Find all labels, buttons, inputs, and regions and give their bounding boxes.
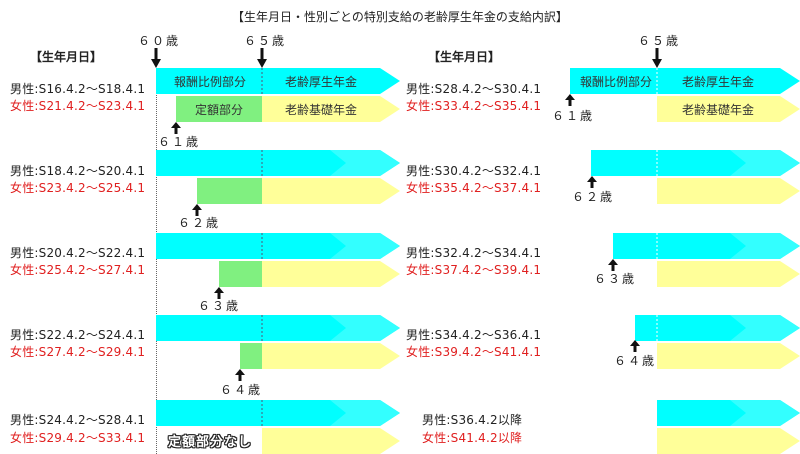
left-row3-female-range: 女性:S25.4.2～S27.4.1 bbox=[10, 263, 146, 277]
age-65-down-arrow-icon bbox=[257, 48, 267, 68]
right-row5-male-range: 男性:S36.4.2以降 bbox=[422, 413, 523, 427]
right-row1-earnings-related-label: 報酬比例部分 bbox=[579, 74, 652, 89]
left-row1-up-arrow-icon bbox=[171, 122, 181, 134]
left-row5-male-range: 男性:S24.4.2～S28.4.1 bbox=[10, 413, 146, 427]
left-row3-male-range: 男性:S20.4.2～S22.4.1 bbox=[10, 246, 146, 260]
right-row3-start-age: ６３歳 bbox=[594, 272, 637, 286]
right-row5-female-range: 女性:S41.4.2以降 bbox=[422, 431, 523, 445]
diagram-title: 【生年月日・性別ごとの特別支給の老齢厚生年金の支給内訳】 bbox=[232, 10, 568, 24]
right-row3-male-range: 男性:S32.4.2～S34.4.1 bbox=[406, 246, 542, 260]
right-row1-old-age-basic-label: 老齢基礎年金 bbox=[681, 102, 754, 117]
left-age-65-label: ６５歳 bbox=[244, 34, 287, 48]
right-row2-start-age: ６２歳 bbox=[572, 190, 615, 204]
left-row3-start-age: ６３歳 bbox=[198, 299, 241, 313]
left-age-60-label: ６０歳 bbox=[138, 34, 181, 48]
right-row2-male-range: 男性:S30.4.2～S32.4.1 bbox=[406, 164, 542, 178]
right-row2-bars bbox=[591, 150, 800, 204]
left-row1-bars bbox=[156, 68, 400, 122]
right-row4-start-age: ６４歳 bbox=[614, 354, 657, 368]
left-row4-start-age: ６４歳 bbox=[220, 383, 263, 397]
left-row2-male-range: 男性:S18.4.2～S20.4.1 bbox=[10, 164, 146, 178]
left-row1-start-age: ６１歳 bbox=[158, 135, 201, 149]
age-60-down-arrow-icon bbox=[151, 48, 161, 68]
right-row3-bars bbox=[613, 233, 800, 287]
right-row1-old-age-employee-label: 老齢厚生年金 bbox=[681, 74, 754, 89]
left-row2-bars bbox=[156, 150, 400, 204]
left-row1-fixed-amount-label: 定額部分 bbox=[194, 102, 243, 117]
left-row5-female-range: 女性:S29.4.2～S33.4.1 bbox=[10, 431, 146, 445]
right-row3-female-range: 女性:S37.4.2～S39.4.1 bbox=[406, 263, 542, 277]
right-row4-female-range: 女性:S39.4.2～S41.4.1 bbox=[406, 345, 542, 359]
age-60-guide-line bbox=[156, 68, 157, 454]
left-row3-bars bbox=[156, 233, 400, 287]
left-row5-bars bbox=[156, 400, 400, 454]
no-fixed-amount-label: 定額部分なし bbox=[168, 435, 253, 450]
right-age-65-down-arrow-icon bbox=[652, 48, 662, 68]
right-birthdate-header: 【生年月日】 bbox=[428, 50, 501, 64]
left-row1-old-age-basic-label: 老齢基礎年金 bbox=[284, 102, 357, 117]
left-row3-up-arrow-icon bbox=[214, 287, 224, 299]
right-row1-up-arrow-icon bbox=[565, 94, 575, 106]
right-row1-female-range: 女性:S33.4.2～S35.4.1 bbox=[406, 99, 542, 113]
right-row4-male-range: 男性:S34.4.2～S36.4.1 bbox=[406, 328, 542, 342]
left-row4-male-range: 男性:S22.4.2～S24.4.1 bbox=[10, 328, 146, 342]
right-age-65-label: ６５歳 bbox=[638, 34, 681, 48]
right-row1-start-age: ６１歳 bbox=[552, 109, 595, 123]
left-row1-earnings-related-label: 報酬比例部分 bbox=[173, 74, 246, 89]
right-row4-bars bbox=[635, 315, 800, 369]
left-row4-female-range: 女性:S27.4.2～S29.4.1 bbox=[10, 345, 146, 359]
left-row1-male-range: 男性:S16.4.2～S18.4.1 bbox=[10, 82, 146, 96]
left-row2-up-arrow-icon bbox=[192, 204, 202, 216]
right-row2-female-range: 女性:S35.4.2～S37.4.1 bbox=[406, 181, 542, 195]
left-birthdate-header: 【生年月日】 bbox=[30, 50, 103, 64]
left-row4-bars bbox=[156, 315, 400, 369]
right-row1-male-range: 男性:S28.4.2～S30.4.1 bbox=[406, 82, 542, 96]
right-row2-up-arrow-icon bbox=[587, 176, 597, 188]
right-row1-bars bbox=[570, 68, 800, 122]
left-row2-female-range: 女性:S23.4.2～S25.4.1 bbox=[10, 181, 146, 195]
right-row4-up-arrow-icon bbox=[630, 340, 640, 352]
left-row1-female-range: 女性:S21.4.2～S23.4.1 bbox=[10, 99, 146, 113]
left-row4-up-arrow-icon bbox=[235, 369, 245, 381]
right-row3-up-arrow-icon bbox=[608, 259, 618, 271]
left-row2-start-age: ６２歳 bbox=[178, 216, 221, 230]
left-row1-old-age-employee-label: 老齢厚生年金 bbox=[284, 74, 357, 89]
right-row5-bars bbox=[657, 400, 800, 454]
